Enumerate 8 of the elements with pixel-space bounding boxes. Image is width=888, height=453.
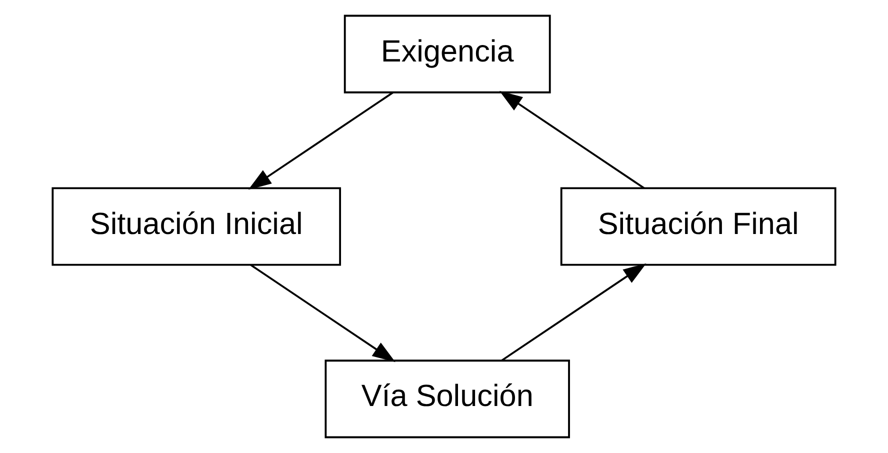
node-box: Situación Final: [560, 187, 836, 266]
arrow: [499, 90, 645, 189]
node-box: Exigencia: [344, 14, 551, 94]
node-box: Vía Solución: [324, 360, 570, 438]
node-box: Situación Inicial: [52, 187, 342, 266]
arrow: [248, 92, 394, 190]
arrow: [250, 264, 396, 362]
arrow: [501, 263, 646, 362]
